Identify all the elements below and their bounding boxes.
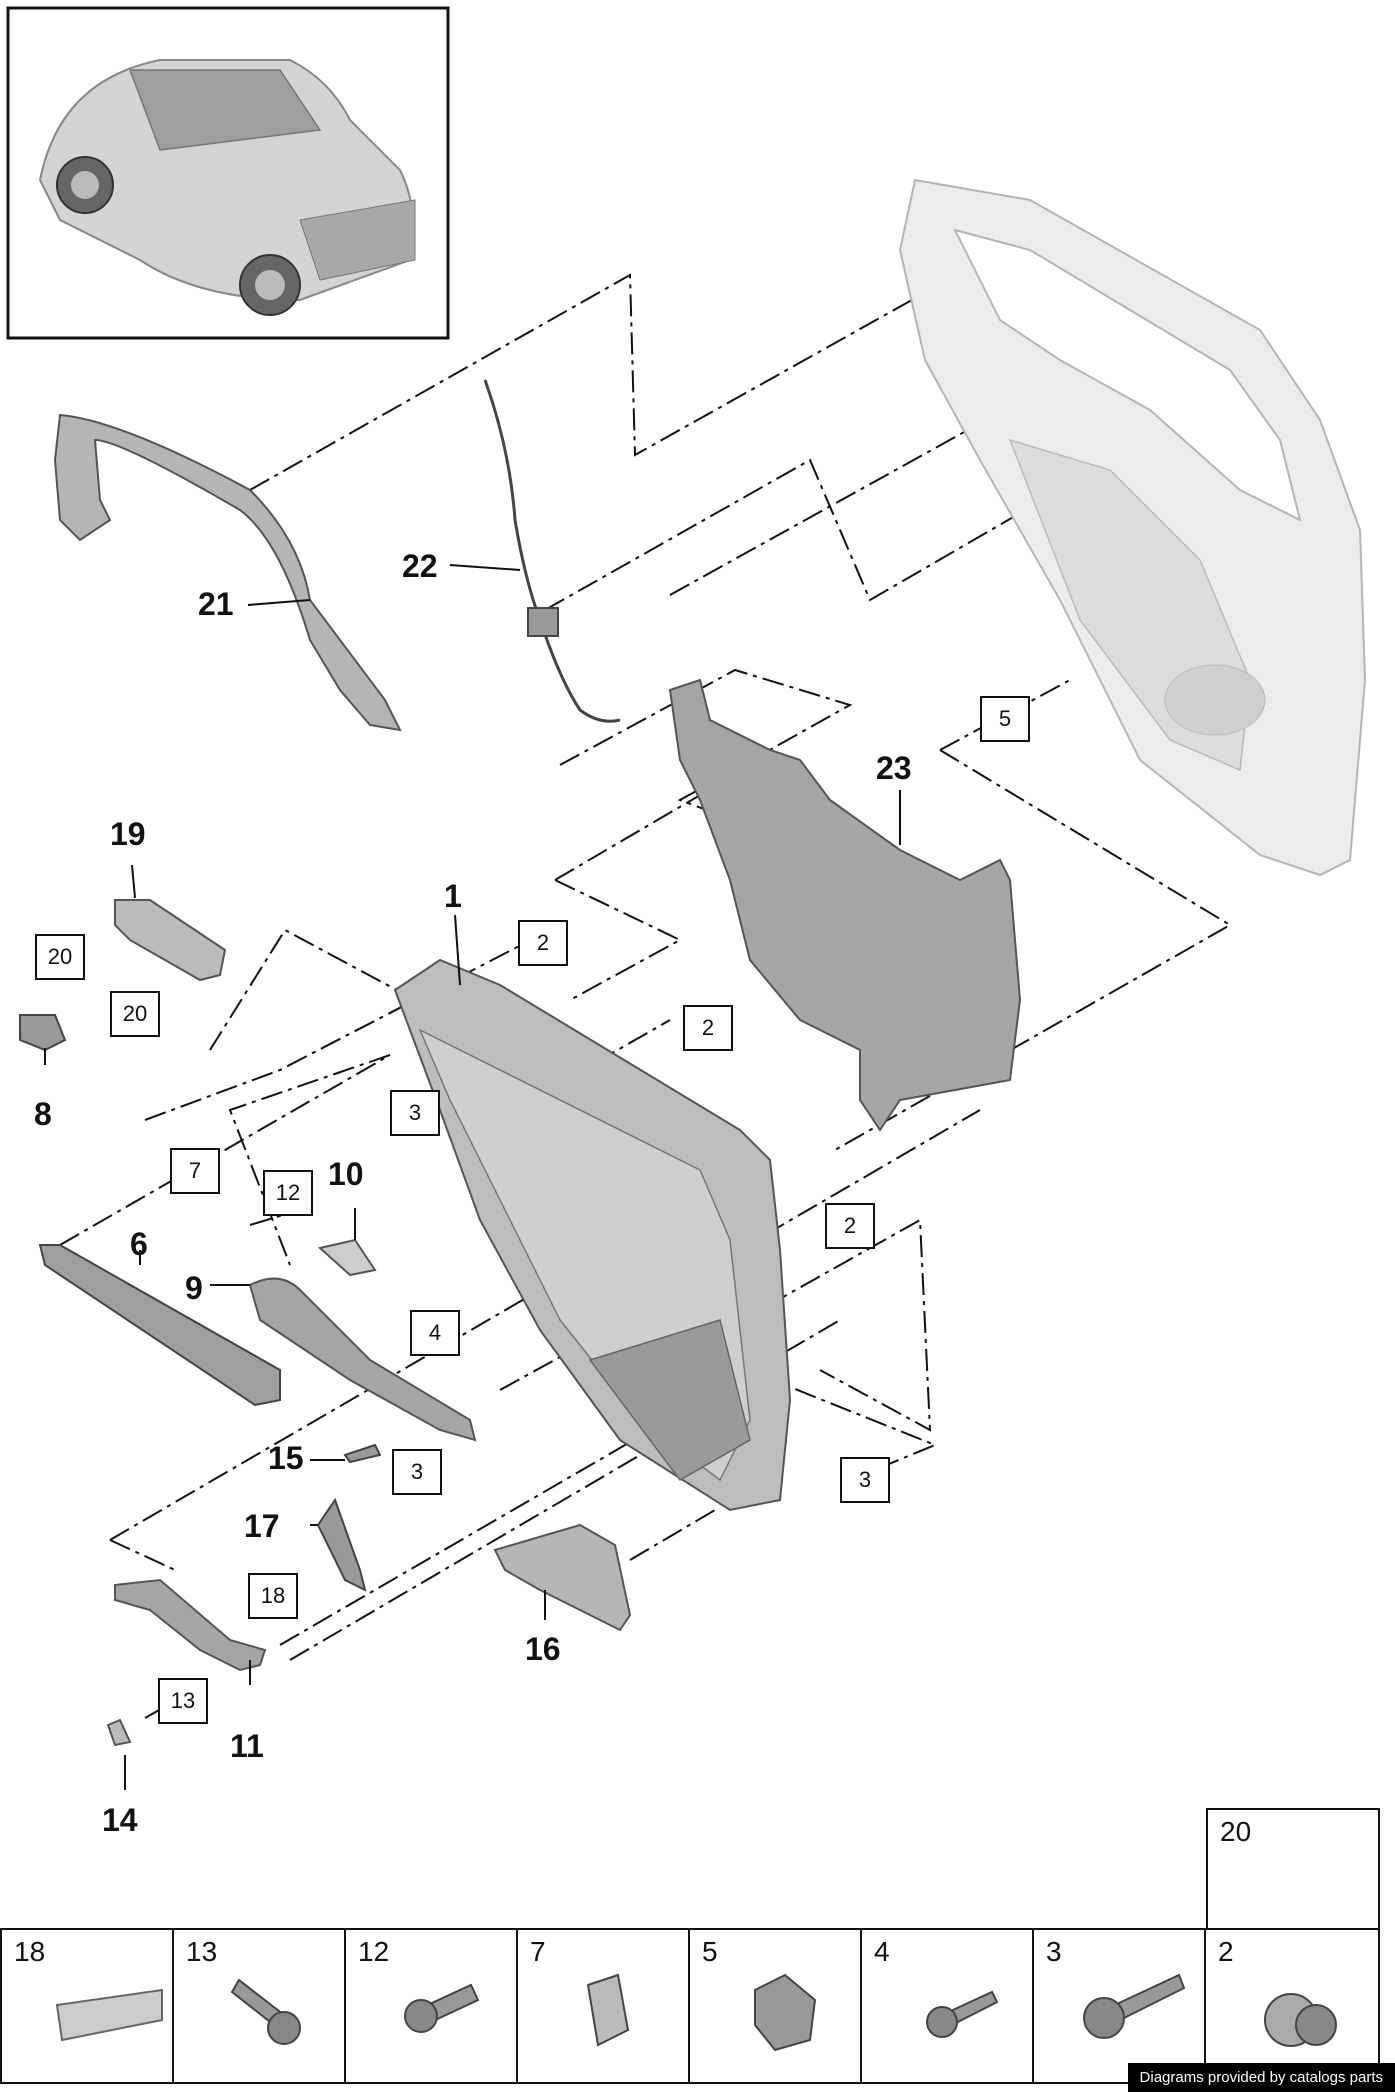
window-trim-21 <box>53 413 402 732</box>
legend-number: 13 <box>186 1936 218 1967</box>
callout-17: 17 <box>244 1508 280 1544</box>
speaker-cover-16 <box>493 1523 632 1632</box>
door-shell <box>898 178 1367 877</box>
box-label-4: 4 <box>410 1310 460 1356</box>
callout-6: 6 <box>130 1226 148 1262</box>
legend-cell-5: 5 <box>688 1928 862 2084</box>
box-label-20b: 20 <box>110 991 160 1037</box>
legend-cell-3: 3 <box>1032 1928 1206 2084</box>
box-label-2a: 2 <box>518 920 568 966</box>
legend-cell-2: 2 <box>1204 1928 1380 2084</box>
callout-1: 1 <box>444 878 462 914</box>
legend-number: 12 <box>358 1936 390 1967</box>
callout-9: 9 <box>185 1270 203 1306</box>
part-15 <box>343 1443 382 1464</box>
callout-10: 10 <box>328 1156 364 1192</box>
callout-22: 22 <box>402 548 438 584</box>
footer-credit: Diagrams provided by catalogs parts <box>1127 2063 1395 2092</box>
callout-11: 11 <box>230 1728 264 1764</box>
part-17 <box>316 1497 367 1592</box>
clip-icon <box>586 1973 630 2047</box>
screw-icon <box>926 1990 999 2038</box>
callout-16: 16 <box>525 1631 561 1667</box>
callout-15: 15 <box>268 1440 304 1476</box>
box-label-18: 18 <box>248 1573 298 1619</box>
handle-bracket-19 <box>114 899 227 982</box>
armrest-9 <box>248 1277 477 1442</box>
legend-number: 2 <box>1218 1936 1234 1967</box>
screw-icon <box>230 1978 301 2045</box>
bracket-10 <box>317 1238 377 1277</box>
vehicle-inset <box>6 6 450 340</box>
callout-8: 8 <box>34 1096 52 1132</box>
box-label-3b: 3 <box>392 1449 442 1495</box>
callout-21: 21 <box>198 586 234 622</box>
legend-number: 7 <box>530 1936 546 1967</box>
part-14 <box>106 1718 132 1747</box>
emblem-icon <box>55 1988 163 2042</box>
callout-23: 23 <box>876 750 912 786</box>
box-label-3c: 3 <box>840 1457 890 1503</box>
legend-number: 5 <box>702 1936 718 1967</box>
box-label-2b: 2 <box>683 1005 733 1051</box>
cable-22 <box>483 379 621 723</box>
box-label-12: 12 <box>263 1170 313 1216</box>
callout-14: 14 <box>102 1802 138 1838</box>
box-label-3a: 3 <box>390 1090 440 1136</box>
legend-number: 3 <box>1046 1936 1062 1967</box>
legend-row: 18 13 12 7 5 4 3 2 <box>0 1928 1380 2088</box>
trim-strip-6 <box>38 1244 281 1407</box>
nut-icon <box>754 1973 817 2052</box>
legend-cell-13: 13 <box>172 1928 346 2084</box>
legend-cell-12: 12 <box>344 1928 518 2084</box>
box-label-2c: 2 <box>825 1203 875 1249</box>
box-label-13: 13 <box>158 1678 208 1724</box>
door-trim-panel-1 <box>393 958 792 1512</box>
legend-cell-20: 20 <box>1206 1808 1380 1932</box>
legend-cell-18: 18 <box>0 1928 174 2084</box>
legend-number: 18 <box>14 1936 46 1967</box>
callout-19: 19 <box>110 816 146 852</box>
screw-icon <box>1083 1973 1186 2039</box>
box-label-5: 5 <box>980 696 1030 742</box>
grommet-icon <box>1264 1993 1337 2047</box>
legend-cell-4: 4 <box>860 1928 1034 2084</box>
legend-cell-7: 7 <box>516 1928 690 2084</box>
insulation-panel-23 <box>668 678 1022 1132</box>
screw-icon <box>404 1983 480 2033</box>
clip-8 <box>19 1014 67 1052</box>
handle-11 <box>114 1578 267 1672</box>
legend-number: 20 <box>1220 1816 1252 1847</box>
box-label-7: 7 <box>170 1148 220 1194</box>
legend-number: 4 <box>874 1936 890 1967</box>
box-label-20a: 20 <box>35 934 85 980</box>
